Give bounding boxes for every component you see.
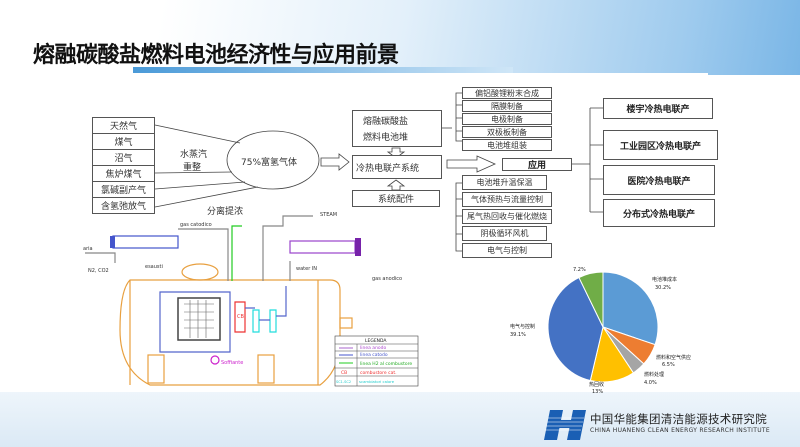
gas-cathode-label: gas catodico — [180, 222, 212, 228]
pie-label-fuel-processing: 燃料处理 — [644, 372, 665, 378]
pie-slice-4 — [547, 276, 604, 382]
stack-part: 电极制备 — [462, 113, 552, 125]
accessory-part: 电池堆升温保温 — [462, 175, 547, 190]
stack-line-1: 熔融碳酸盐 — [363, 117, 409, 127]
org-name-en: CHINA HUANENG CLEAN ENERGY RESEARCH INST… — [590, 427, 770, 434]
accessory-part: 尾气热回收与催化燃烧 — [462, 209, 552, 224]
pie-value-other: 7.2% — [573, 267, 586, 273]
legend-key: SC1-SC2 — [336, 380, 351, 384]
pie-label-electrical: 电气与控制 — [510, 324, 536, 330]
title-underline — [133, 67, 513, 73]
legend-row: combustore cat. — [360, 370, 397, 376]
separation-label: 分离提浓 — [207, 207, 244, 217]
exhaust-label: esausti — [145, 264, 163, 270]
page-title: 熔融碳酸盐燃料电池经济性与应用前景 — [33, 43, 399, 68]
application-box: 应用 — [502, 158, 572, 171]
stack-part: 电池堆组装 — [462, 139, 552, 151]
gas-anode-label: gas anodico — [372, 276, 402, 282]
pie-label-heat-recovery: 热回收 — [589, 382, 605, 388]
pie-value-fuel-air: 6.5% — [662, 362, 675, 368]
n2-co2-label: N2, CO2 — [88, 268, 109, 274]
vessel-outline — [119, 279, 341, 386]
hydrogen-gas-label: 75%富氢气体 — [241, 158, 298, 168]
legend-row: linea anodo — [360, 345, 387, 351]
legend-row: linea catodo — [360, 352, 388, 358]
accessory-part: 电气与控制 — [462, 243, 552, 258]
heat-exchangers — [252, 309, 277, 333]
pie-label-fuel-air: 燃料和空气供应 — [656, 355, 692, 361]
pie-value-heat-recovery: 13% — [592, 389, 604, 395]
application-item: 楼宇冷热电联产 — [603, 98, 713, 119]
combustor — [234, 301, 246, 333]
header-background — [0, 0, 800, 75]
fuel-cell-stack — [177, 297, 221, 341]
footer-band — [0, 392, 800, 447]
accessories-box: 系统配件 — [352, 190, 440, 207]
water-in-label: water IN — [296, 266, 317, 272]
legend: LEGENDA CB SC1-SC2 linea anodo linea cat… — [334, 335, 419, 387]
aria-label: aria — [83, 246, 93, 252]
blower-label: Soffiante — [221, 360, 243, 366]
org-name-cn: 中国华能集团清洁能源技术研究院 — [590, 412, 767, 426]
pie-label-stack-cost: 电池堆成本 — [652, 277, 678, 283]
stack-part: 双极板制备 — [462, 126, 552, 138]
legend-row: linea H2 al combustore — [360, 361, 412, 367]
reform-label-2: 重整 — [183, 163, 202, 173]
source-item: 含氢弛放气 — [92, 197, 155, 214]
stack-line-2: 燃料电池堆 — [363, 133, 409, 143]
application-item: 工业园区冷热电联产 — [603, 130, 718, 160]
legend-key: CB — [341, 370, 347, 376]
combustor-label: CB — [237, 314, 244, 320]
pie-slice-0 — [602, 271, 659, 346]
application-item: 医院冷热电联产 — [603, 165, 715, 195]
accessory-part: 阴极循环风机 — [462, 226, 547, 241]
pie-value-stack-cost: 30.2% — [655, 285, 671, 291]
stack-part: 偏铝酸锂粉末合成 — [462, 87, 552, 99]
pie-value-fuel-processing: 4.0% — [644, 380, 657, 386]
legend-row: scambiatori calore — [359, 379, 395, 384]
steam-label: STEAM — [320, 212, 337, 218]
stack-part: 隔膜制备 — [462, 100, 552, 112]
legend-title: LEGENDA — [365, 338, 387, 344]
accessory-part: 气体预热与流量控制 — [462, 192, 552, 207]
fuel-cell-stack-box: 熔融碳酸盐 燃料电池堆 — [352, 110, 442, 147]
pie-slice-5 — [578, 271, 604, 328]
reform-label-1: 水蒸汽 — [180, 150, 208, 160]
cchp-system-box: 冷热电联产系统 — [352, 155, 442, 179]
pie-value-electrical: 39.1% — [510, 332, 526, 338]
application-item: 分布式冷热电联产 — [603, 199, 715, 227]
